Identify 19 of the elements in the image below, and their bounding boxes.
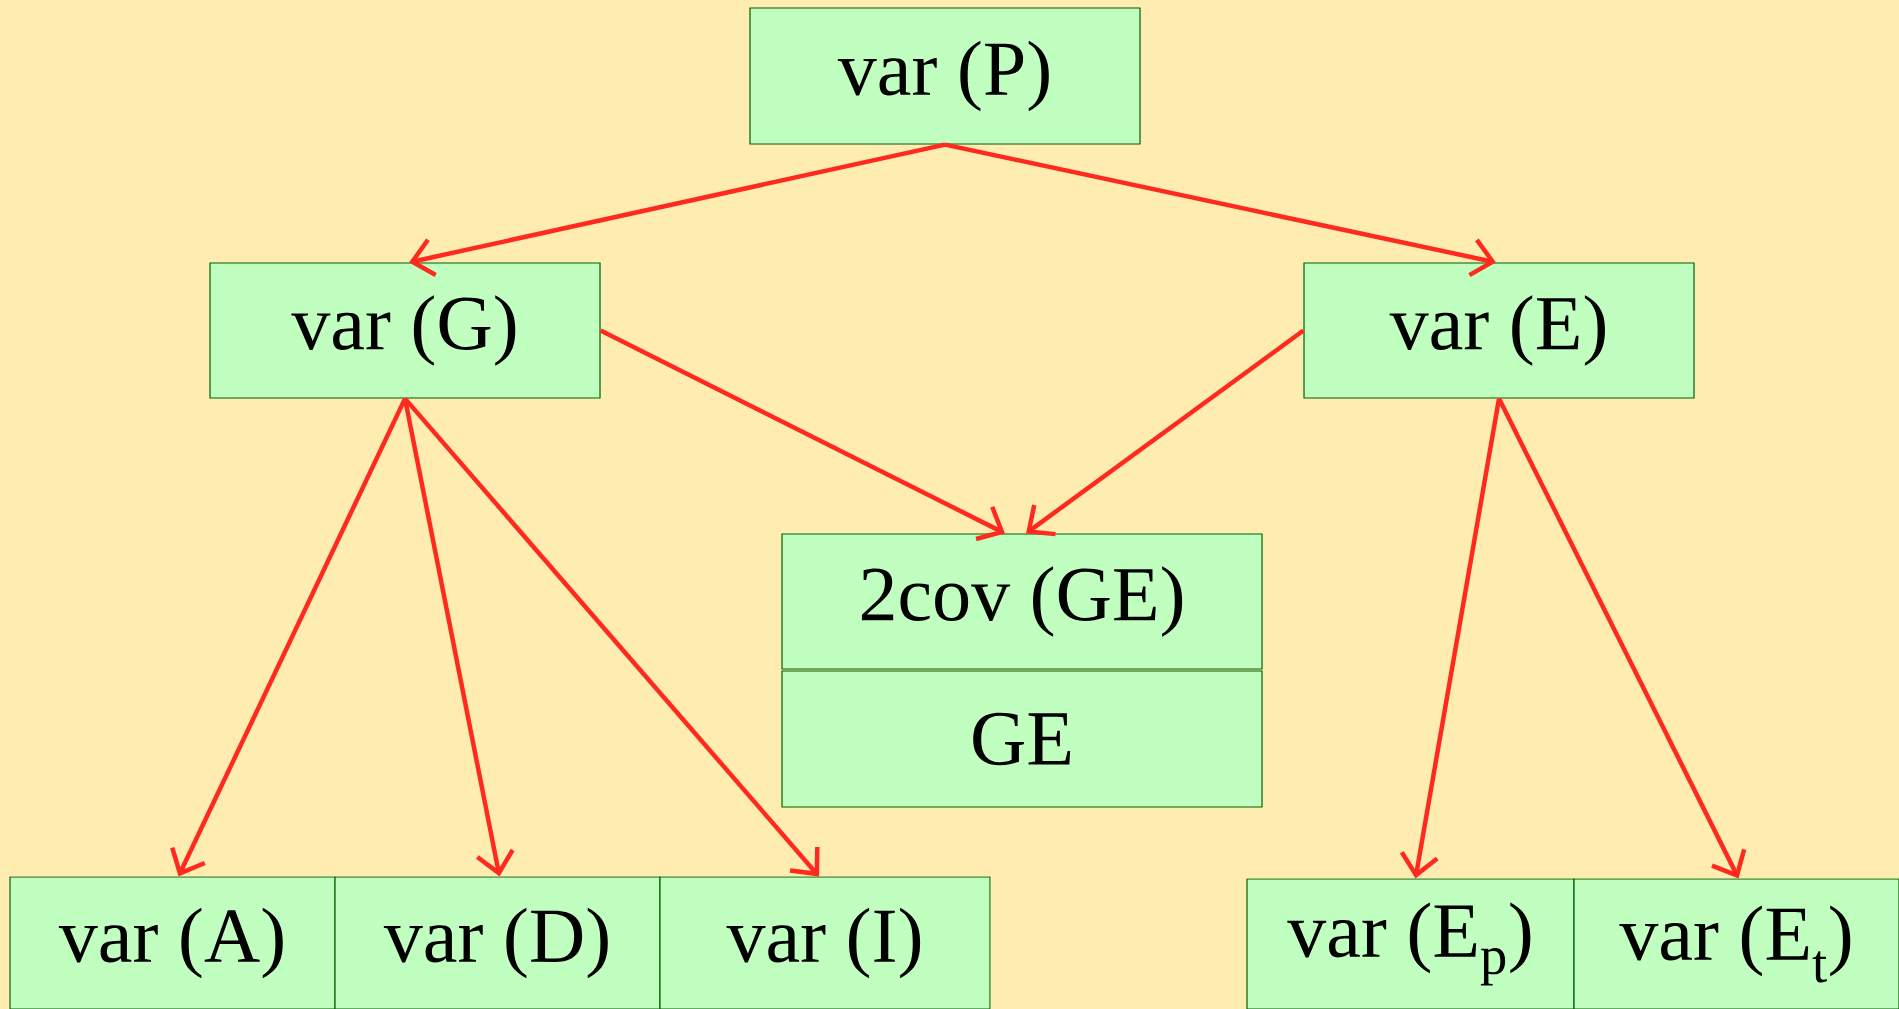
variance-box: var (E$_{t}$) [1573, 878, 1899, 1009]
variance-box: var (D) [334, 876, 661, 1009]
variance-box: GE [781, 670, 1263, 808]
arrow [599, 328, 1005, 542]
arrow [1497, 397, 1747, 879]
variance-box: var (P) [749, 7, 1141, 145]
variance-box: var (I) [659, 876, 991, 1009]
variance-box: var (E$_{p}$) [1246, 878, 1575, 1009]
arrow [403, 397, 820, 877]
arrow [1026, 328, 1305, 537]
variance-box: var (A) [9, 876, 336, 1009]
arrow [402, 398, 515, 877]
arrow [170, 397, 408, 877]
variance-box: var (E) [1303, 262, 1695, 399]
arrow [944, 142, 1496, 278]
arrow [1399, 398, 1502, 879]
variance-box: 2cov (GE) [781, 533, 1263, 670]
arrow [409, 142, 946, 277]
variance-box: var (G) [209, 262, 601, 399]
